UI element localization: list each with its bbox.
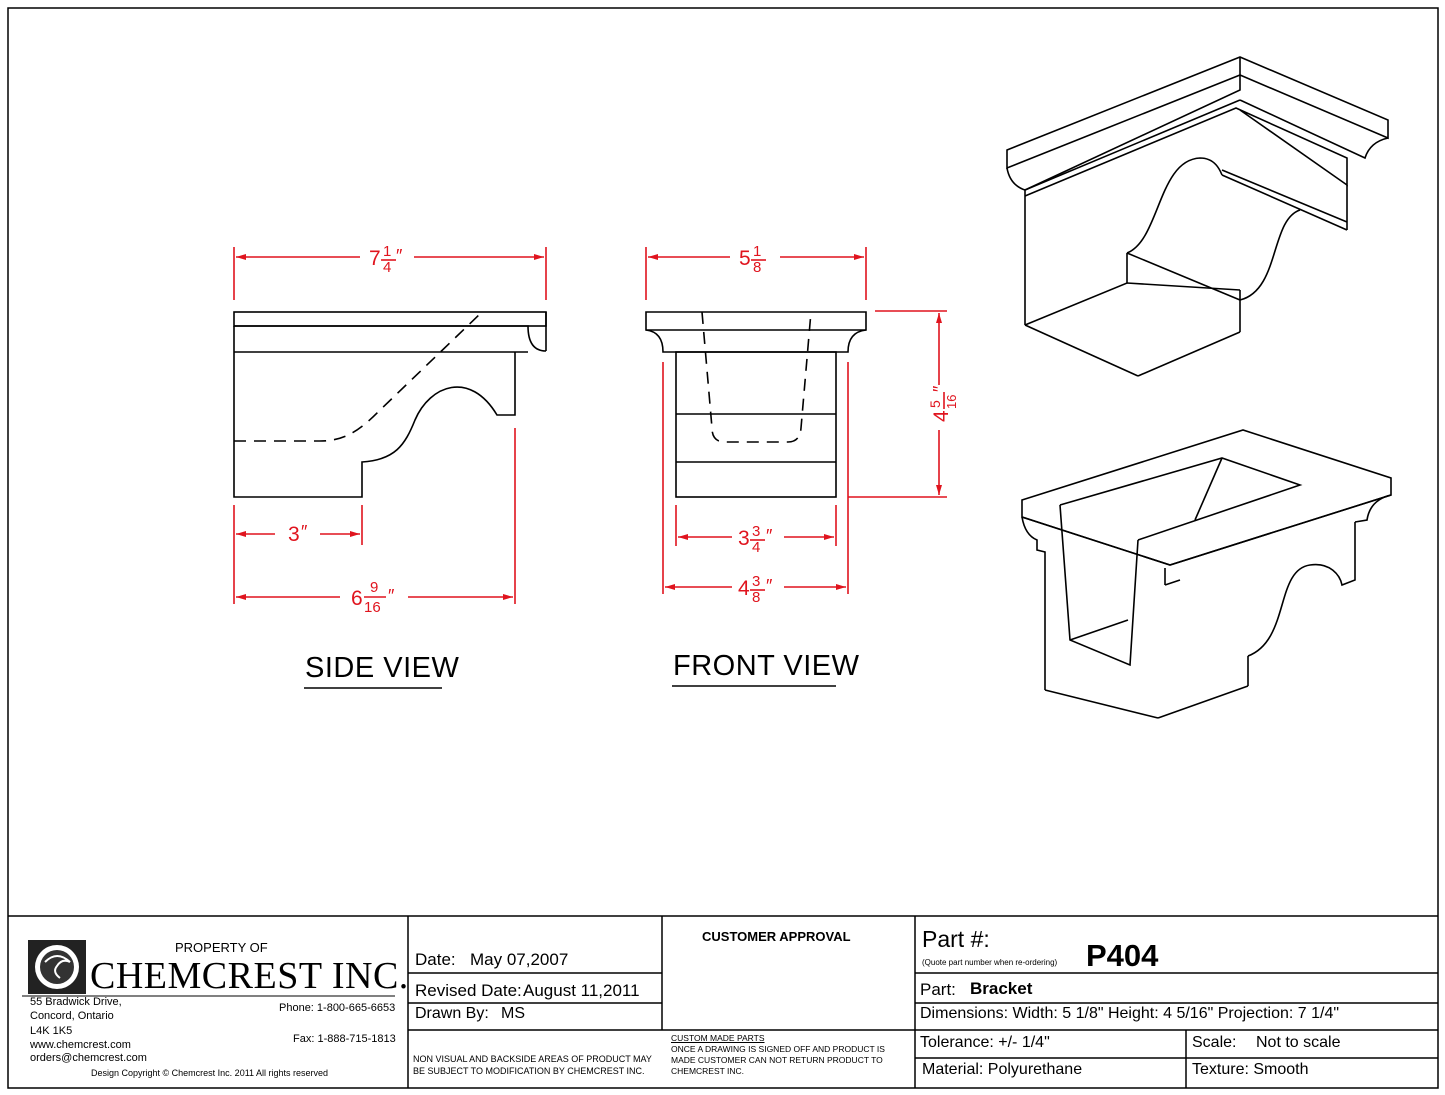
fax-number: Fax: 1-888-715-1813 bbox=[293, 1033, 396, 1045]
address-line-2: Concord, Ontario bbox=[30, 1010, 114, 1022]
company-name: CHEMCREST INC. bbox=[90, 955, 409, 997]
revised-date-value: August 11,2011 bbox=[523, 981, 640, 1000]
property-of-label: PROPERTY OF bbox=[175, 940, 268, 955]
svg-text:4: 4 bbox=[930, 410, 953, 422]
chemcrest-logo-icon bbox=[28, 940, 86, 994]
part-label: Part: bbox=[920, 980, 956, 999]
email-link[interactable]: orders@chemcrest.com bbox=[30, 1052, 147, 1064]
title-block-grid bbox=[8, 915, 1438, 1088]
side-view-title: SIDE VIEW bbox=[305, 652, 459, 684]
custom-parts-line-1: ONCE A DRAWING IS SIGNED OFF AND PRODUCT… bbox=[671, 1044, 885, 1054]
svg-text:″: ″ bbox=[396, 246, 403, 266]
revised-date-label: Revised Date: bbox=[415, 981, 522, 1000]
svg-text:″: ″ bbox=[388, 586, 395, 606]
non-visual-note-2: BE SUBJECT TO MODIFICATION BY CHEMCREST … bbox=[413, 1066, 645, 1076]
part-number-label: Part #: bbox=[922, 926, 990, 952]
address-line-3: L4K 1K5 bbox=[30, 1025, 73, 1037]
svg-text:″: ″ bbox=[766, 576, 773, 596]
svg-text:4: 4 bbox=[752, 539, 760, 556]
front-view-title: FRONT VIEW bbox=[673, 650, 860, 682]
sheet-border bbox=[7, 7, 1439, 1089]
non-visual-note-1: NON VISUAL AND BACKSIDE AREAS OF PRODUCT… bbox=[413, 1054, 652, 1064]
material-value: Material: Polyurethane bbox=[922, 1061, 1083, 1078]
custom-parts-line-3: CHEMCREST INC. bbox=[671, 1066, 745, 1076]
texture-value: Texture: Smooth bbox=[1192, 1061, 1309, 1078]
svg-text:8: 8 bbox=[752, 589, 760, 606]
front-view-drawing bbox=[645, 311, 867, 498]
part-value: Bracket bbox=[970, 979, 1033, 998]
svg-text:″: ″ bbox=[766, 526, 773, 546]
copyright-note: Design Copyright © Chemcrest Inc. 2011 A… bbox=[91, 1068, 329, 1078]
svg-text:5: 5 bbox=[739, 247, 751, 270]
address-line-1: 55 Bradwick Drive, bbox=[30, 996, 122, 1008]
dim-front-inner: 3 3 4 ″ bbox=[738, 523, 773, 556]
phone-number: Phone: 1-800-665-6653 bbox=[279, 1002, 396, 1014]
dim-front-height: 4 5 16 ″ bbox=[927, 385, 959, 422]
tolerance-value: Tolerance: +/- 1/4" bbox=[920, 1034, 1050, 1051]
side-view-drawing bbox=[233, 311, 547, 498]
customer-approval-heading: CUSTOMER APPROVAL bbox=[702, 929, 851, 944]
svg-text:7: 7 bbox=[369, 247, 381, 270]
svg-text:3: 3 bbox=[752, 573, 760, 590]
date-value: May 07,2007 bbox=[470, 950, 569, 969]
side-view-title-group: SIDE VIEW bbox=[304, 652, 459, 689]
svg-text:″: ″ bbox=[930, 385, 950, 392]
dim-side-bottom: 6 9 16 ″ bbox=[351, 579, 395, 616]
svg-text:4: 4 bbox=[738, 577, 750, 600]
svg-text:3: 3 bbox=[738, 527, 750, 550]
custom-parts-line-2: MADE CUSTOMER CAN NOT RETURN PRODUCT TO bbox=[671, 1055, 883, 1065]
svg-text:16: 16 bbox=[364, 599, 381, 616]
svg-text:1: 1 bbox=[383, 243, 391, 260]
drawn-by-value: MS bbox=[501, 1005, 525, 1022]
svg-text:4: 4 bbox=[383, 259, 391, 276]
date-label: Date: bbox=[415, 950, 456, 969]
scale-label: Scale: bbox=[1192, 1034, 1237, 1051]
isometric-top-view bbox=[1006, 56, 1389, 377]
dim-front-bottom: 4 3 8 ″ bbox=[738, 573, 773, 606]
svg-text:3: 3 bbox=[288, 523, 300, 546]
scale-value: Not to scale bbox=[1256, 1034, 1341, 1051]
website-link[interactable]: www.chemcrest.com bbox=[30, 1039, 131, 1051]
front-view-dimensions bbox=[645, 247, 947, 594]
svg-text:5: 5 bbox=[927, 400, 943, 408]
dim-side-base: 3 ″ bbox=[288, 522, 308, 546]
isometric-bottom-view bbox=[1021, 429, 1392, 719]
front-view-title-group: FRONT VIEW bbox=[672, 650, 860, 687]
svg-text:6: 6 bbox=[351, 587, 363, 610]
part-number-value: P404 bbox=[1086, 938, 1159, 973]
side-view-dimensions bbox=[233, 247, 547, 604]
custom-parts-title: CUSTOM MADE PARTS bbox=[671, 1033, 765, 1043]
svg-text:16: 16 bbox=[944, 395, 959, 409]
dim-side-top: 7 1 4 ″ bbox=[369, 243, 403, 276]
svg-text:3: 3 bbox=[752, 523, 760, 540]
svg-text:9: 9 bbox=[370, 579, 378, 596]
svg-text:″: ″ bbox=[301, 522, 308, 542]
drawn-by-label: Drawn By: bbox=[415, 1005, 489, 1022]
dim-front-top: 5 1 8 bbox=[739, 243, 766, 276]
svg-text:8: 8 bbox=[753, 259, 761, 276]
dimensions-summary: Dimensions: Width: 5 1/8" Height: 4 5/16… bbox=[920, 1005, 1340, 1022]
svg-text:1: 1 bbox=[753, 243, 761, 260]
part-number-note: (Quote part number when re-ordering) bbox=[922, 958, 1058, 967]
